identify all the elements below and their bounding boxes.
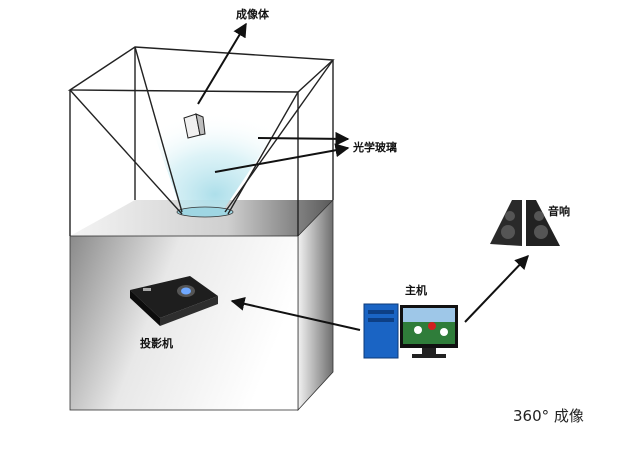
light-beam [140,95,290,212]
arrow-host-to-speaker [464,254,529,323]
arrow-to-image-label [197,22,247,105]
cabinet-side [297,199,334,412]
host-computer-icon [363,303,458,359]
base-cabinet [69,199,334,412]
speaker-label: 音响 [548,205,570,218]
arrow-glass-1 [257,131,350,146]
caption: 360° 成像 [513,407,584,425]
arrow-glass-2 [214,143,350,173]
cabinet-front [69,235,299,411]
arrows [197,22,529,331]
glass-case [67,46,335,236]
projector-icon [130,276,218,326]
projection-opening [176,206,234,218]
hologram-object [183,113,206,139]
arrow-host-to-projector [230,296,361,331]
projector-label: 投影机 [140,337,173,350]
host-label: 主机 [405,284,427,297]
cabinet-top [70,200,333,236]
speaker-icon [490,200,560,246]
glass-label: 光学玻璃 [353,141,397,154]
image-label: 成像体 [236,8,269,21]
